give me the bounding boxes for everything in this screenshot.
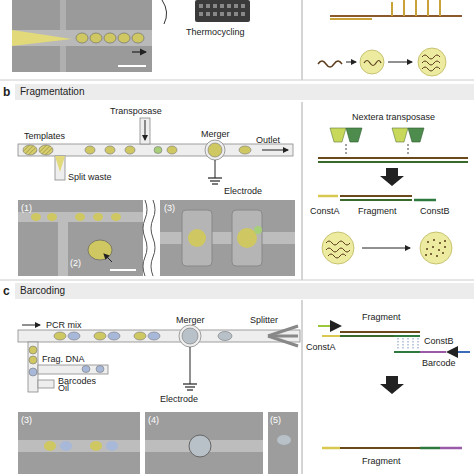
part-label: Electrode bbox=[160, 394, 198, 404]
part-label: Thermocycling bbox=[186, 27, 245, 37]
section-title: Fragmentation bbox=[20, 84, 84, 100]
section-band: c Barcoding bbox=[0, 283, 474, 299]
part-label: Transposase bbox=[110, 106, 162, 116]
section-band: b Fragmentation bbox=[0, 84, 474, 100]
part-label: ConstA bbox=[306, 342, 336, 352]
part-label: Merger bbox=[176, 315, 205, 325]
part-label: (3) bbox=[164, 203, 175, 213]
part-label: Fragment bbox=[358, 206, 397, 216]
panel-letter: c bbox=[3, 283, 10, 299]
part-label: (3) bbox=[21, 415, 32, 425]
part-label: Fragment bbox=[362, 456, 401, 466]
part-label: Templates bbox=[24, 131, 65, 141]
part-label: Splitter bbox=[250, 315, 278, 325]
part-label: Electrode bbox=[224, 186, 262, 196]
part-label: Nextera transposase bbox=[352, 112, 435, 122]
part-label: (4) bbox=[148, 415, 159, 425]
part-label: PCR mix bbox=[46, 320, 82, 330]
part-label: Merger bbox=[201, 129, 230, 139]
part-label: Split waste bbox=[68, 172, 112, 182]
part-label: (1) bbox=[21, 203, 32, 213]
part-label: (2) bbox=[70, 258, 81, 268]
part-label: Frag. DNA bbox=[42, 354, 85, 364]
section-title: Barcoding bbox=[20, 283, 65, 299]
part-label: Oil bbox=[58, 383, 69, 393]
part-label: (5) bbox=[270, 415, 281, 425]
part-label: ConstB bbox=[420, 206, 450, 216]
part-label: Outlet bbox=[256, 135, 280, 145]
part-label: Barcode bbox=[422, 358, 456, 368]
part-label: ConstA bbox=[310, 206, 340, 216]
panel-letter: b bbox=[3, 84, 10, 100]
part-label: Fragment bbox=[362, 312, 401, 322]
part-label: ConstB bbox=[424, 336, 454, 346]
